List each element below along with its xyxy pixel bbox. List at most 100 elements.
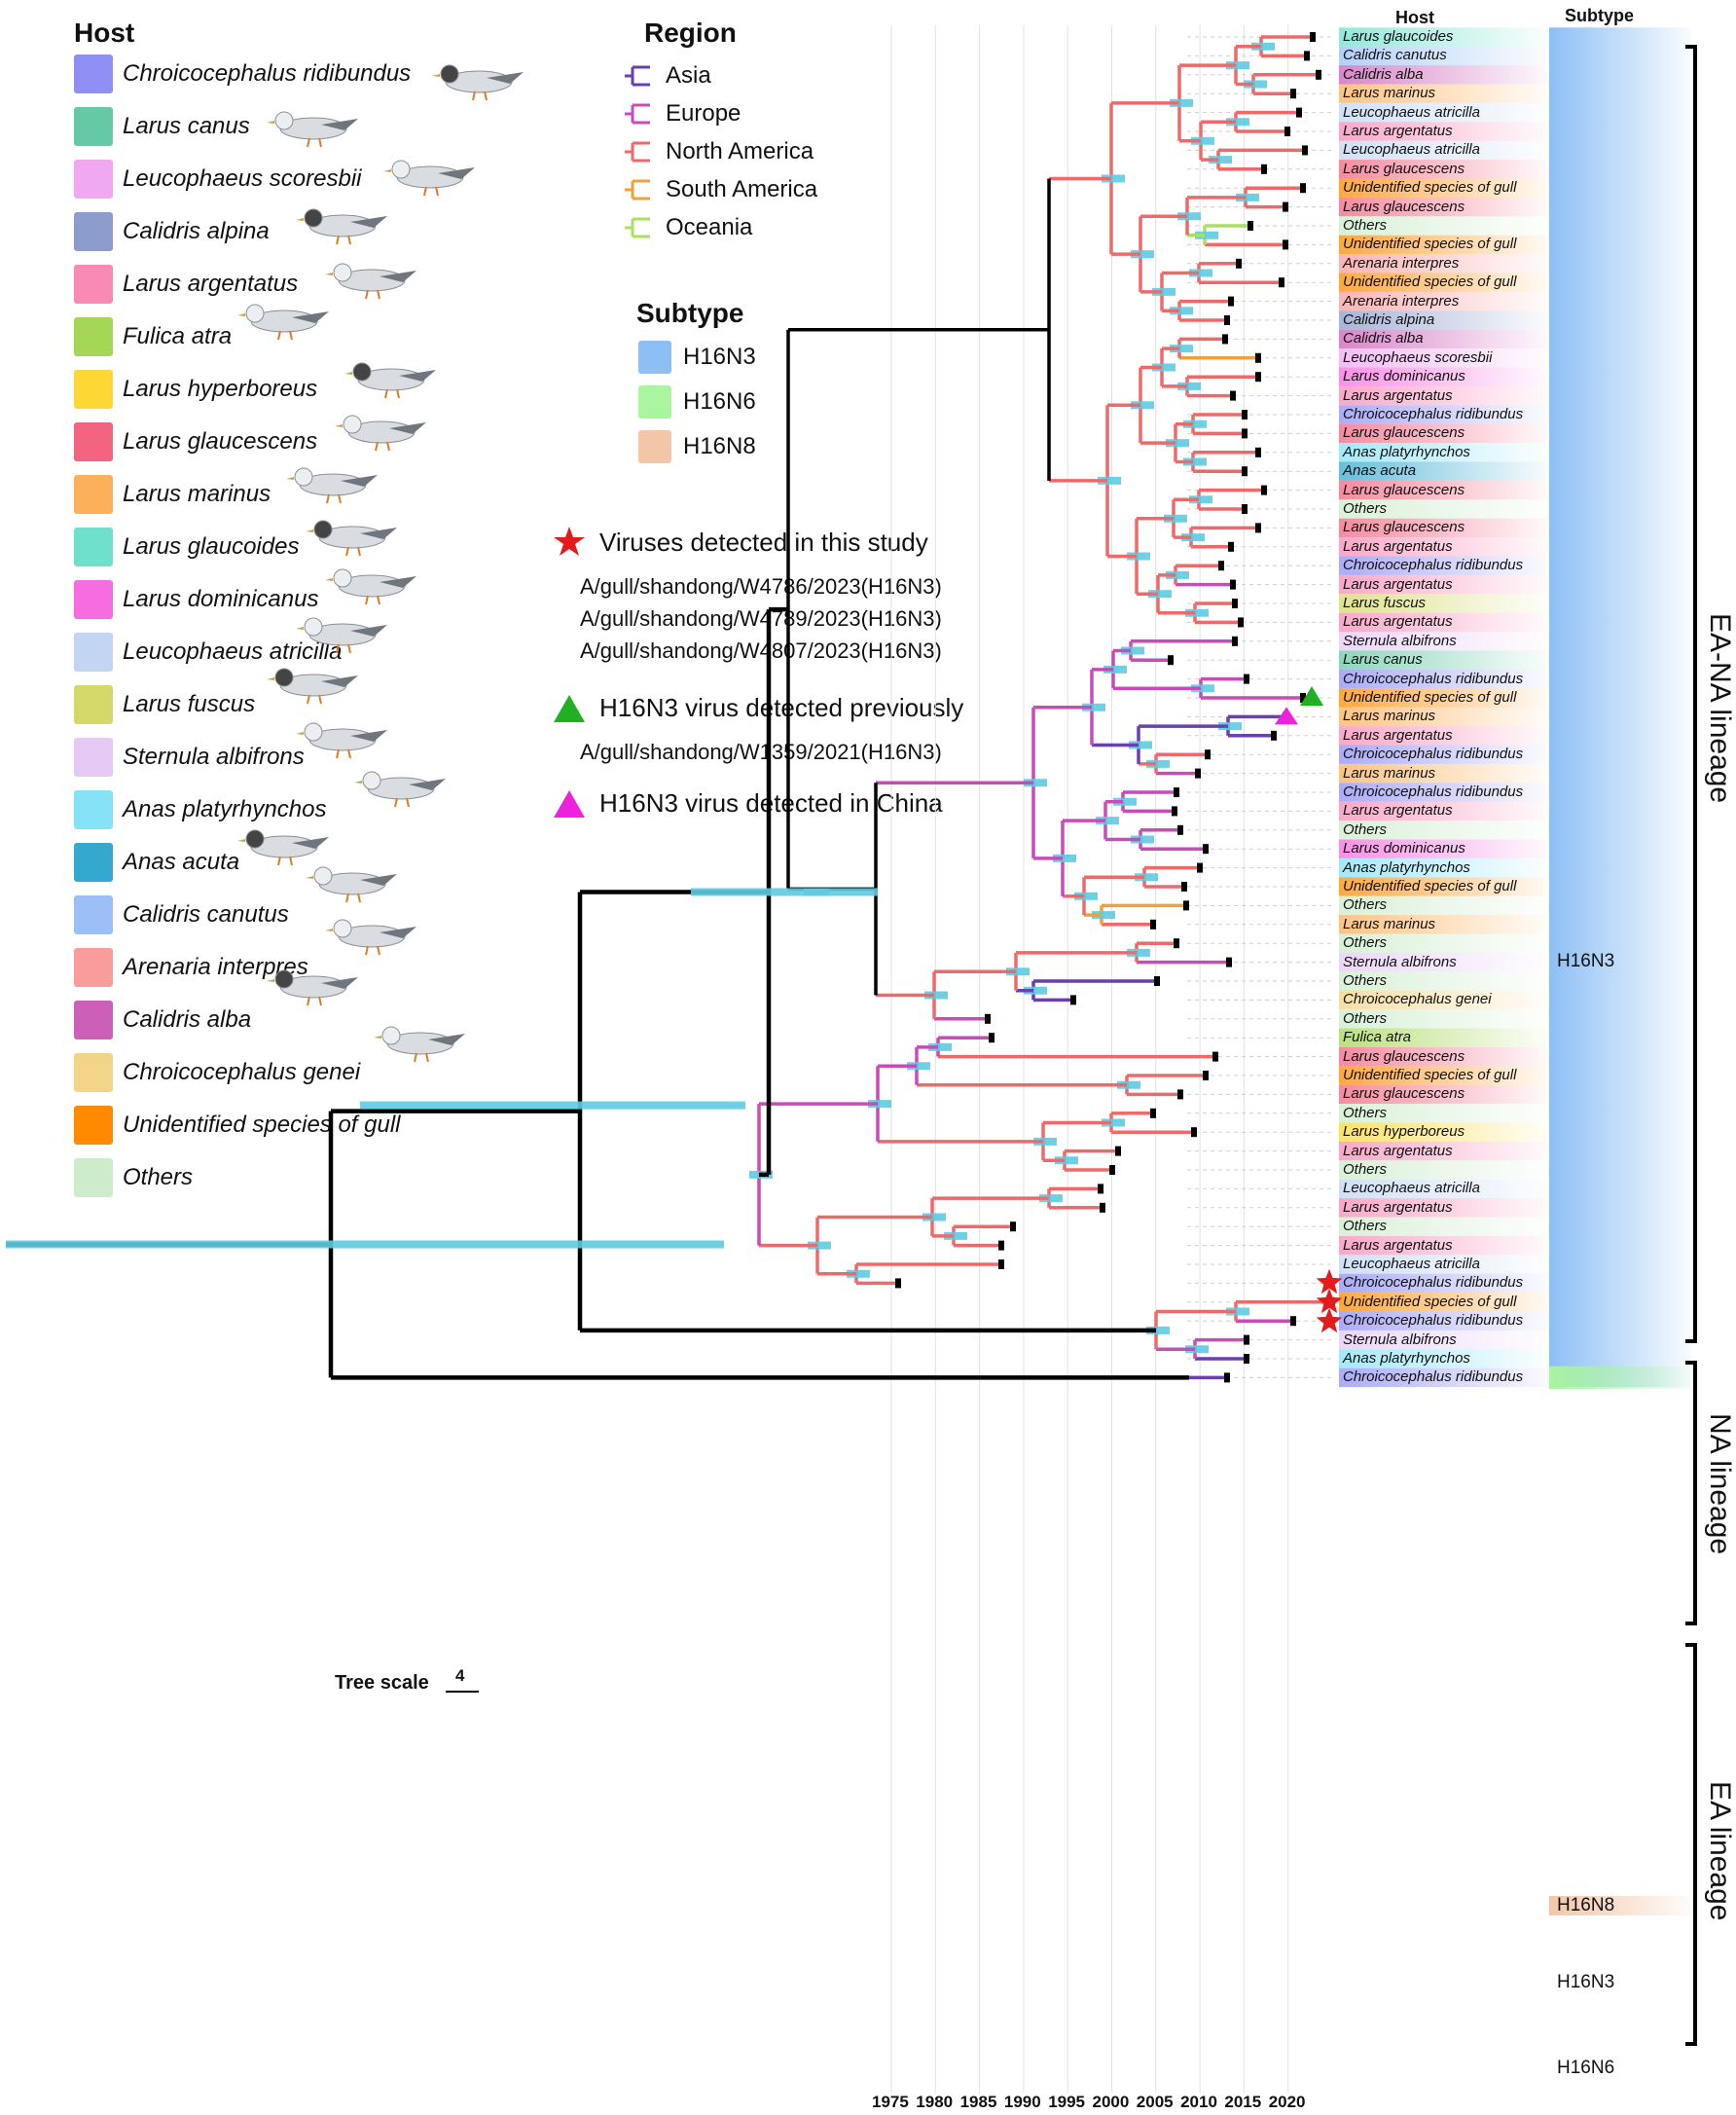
host-tip-label: Leucophaeus atricilla — [1343, 1180, 1480, 1197]
tip-marker — [1191, 1127, 1197, 1138]
tip-marker — [1195, 768, 1201, 779]
host-tip-label: Larus argentatus — [1343, 575, 1453, 593]
host-band — [1339, 574, 1547, 595]
bird-illustration — [374, 1026, 465, 1063]
host-band — [1339, 952, 1547, 972]
host-legend-item: Anas platyrhynchos — [74, 790, 326, 829]
bird-illustration — [432, 64, 524, 101]
host-tip-label: Chroicocephalus ridibundus — [1343, 1312, 1524, 1330]
tip-marker — [1244, 1354, 1249, 1364]
host-tip-label: Unidentified species of gull — [1343, 179, 1517, 197]
bird-illustration — [306, 520, 397, 557]
china-label: H16N3 virus detected in China — [599, 788, 943, 818]
host-tip-label: Larus argentatus — [1343, 1236, 1453, 1254]
host-band — [1339, 1009, 1547, 1029]
tip-marker — [1302, 145, 1308, 156]
host-color-swatch — [74, 107, 113, 146]
lineage-bracket-ea-na — [1685, 45, 1697, 1343]
host-band — [1339, 990, 1547, 1010]
host-legend-label: Leucophaeus scoresbii — [123, 165, 362, 192]
region-legend-item: South America — [623, 176, 817, 203]
host-band — [1339, 254, 1547, 273]
tip-marker — [1261, 164, 1267, 174]
tip-marker — [1304, 51, 1310, 61]
host-legend-label: Larus hyperboreus — [123, 376, 318, 402]
host-legend-label: Anas acuta — [123, 849, 240, 875]
host-tip-label: Chroicocephalus ridibundus — [1343, 406, 1524, 422]
red-star-icon — [1316, 1307, 1343, 1333]
host-color-swatch — [74, 633, 113, 672]
tip-marker — [1222, 334, 1228, 345]
host-legend-item: Sternula albifrons — [74, 738, 305, 777]
host-band — [1339, 1273, 1547, 1294]
host-tip-label: Others — [1343, 1009, 1388, 1027]
host-band — [1339, 650, 1547, 670]
host-color-swatch — [74, 580, 113, 619]
bird-illustration — [267, 668, 358, 705]
tip-marker — [1212, 1051, 1218, 1062]
bird-illustration — [286, 467, 378, 504]
host-color-swatch — [74, 265, 113, 304]
tip-marker — [1242, 466, 1248, 477]
host-band — [1339, 216, 1547, 236]
host-legend-item: Unidentified species of gull — [74, 1106, 401, 1145]
host-tip-label: Others — [1343, 896, 1388, 914]
host-color-swatch — [74, 55, 113, 93]
host-legend-label: Others — [123, 1164, 194, 1190]
host-band — [1339, 1235, 1547, 1256]
bird-illustration — [296, 722, 387, 759]
host-band — [1339, 1311, 1547, 1331]
red-star-icon — [1316, 1288, 1343, 1314]
host-band — [1339, 461, 1547, 481]
bird-illustration — [306, 866, 397, 903]
axis-year-label: 1985 — [959, 2093, 997, 2111]
host-band — [1339, 499, 1547, 519]
host-band — [1339, 1160, 1547, 1180]
host-tip-label: Sternula albifrons — [1343, 1331, 1457, 1348]
subtype-legend-label: H16N3 — [683, 344, 756, 370]
this-study-legend: Viruses detected in this study — [553, 526, 928, 559]
tip-marker — [895, 1278, 901, 1289]
tip-marker — [1283, 239, 1288, 250]
host-color-swatch — [74, 1158, 113, 1197]
lineage-bracket-ea — [1685, 1643, 1697, 2046]
tip-marker — [1168, 655, 1174, 666]
host-band — [1339, 763, 1547, 784]
region-legend-item: Asia — [623, 62, 711, 90]
host-tip-label: Leucophaeus atricilla — [1343, 141, 1480, 159]
tip-marker — [1296, 107, 1302, 118]
axis-year-label: 2005 — [1136, 2093, 1174, 2111]
tip-marker — [1181, 882, 1187, 892]
tip-marker — [1242, 504, 1248, 514]
host-legend-label: Larus dominicanus — [123, 586, 319, 612]
tip-marker — [1100, 1202, 1105, 1213]
tip-marker — [1230, 390, 1236, 401]
host-band — [1339, 1028, 1547, 1047]
tip-marker — [1248, 221, 1253, 231]
host-band — [1339, 329, 1547, 349]
host-tip-label: Others — [1343, 1104, 1388, 1121]
host-tip-label: Larus argentatus — [1343, 1198, 1453, 1216]
tip-marker — [1224, 1372, 1230, 1383]
tip-marker — [1010, 1222, 1016, 1232]
subtype-column-header: Subtype — [1565, 6, 1635, 25]
host-tip-label: Arenaria interpres — [1343, 292, 1460, 310]
host-tip-label: Larus canus — [1343, 651, 1423, 669]
host-band — [1339, 102, 1547, 123]
tip-marker — [1183, 900, 1189, 911]
host-band — [1339, 235, 1547, 255]
subtype-label: H16N3 — [1557, 951, 1615, 971]
host-color-swatch — [74, 738, 113, 777]
host-band — [1339, 65, 1547, 85]
host-tip-label: Others — [1343, 1218, 1388, 1235]
tip-marker — [989, 1033, 995, 1043]
tip-marker — [1242, 410, 1248, 419]
host-color-swatch — [74, 212, 113, 251]
tree-scale-value: 4 — [455, 1666, 465, 1685]
host-tip-label: Larus argentatus — [1343, 123, 1453, 139]
bird-illustration — [267, 111, 358, 148]
host-legend-label: Sternula albifrons — [123, 744, 305, 770]
lineage-ea: EA lineage — [1704, 1781, 1736, 1921]
host-color-swatch — [74, 475, 113, 514]
